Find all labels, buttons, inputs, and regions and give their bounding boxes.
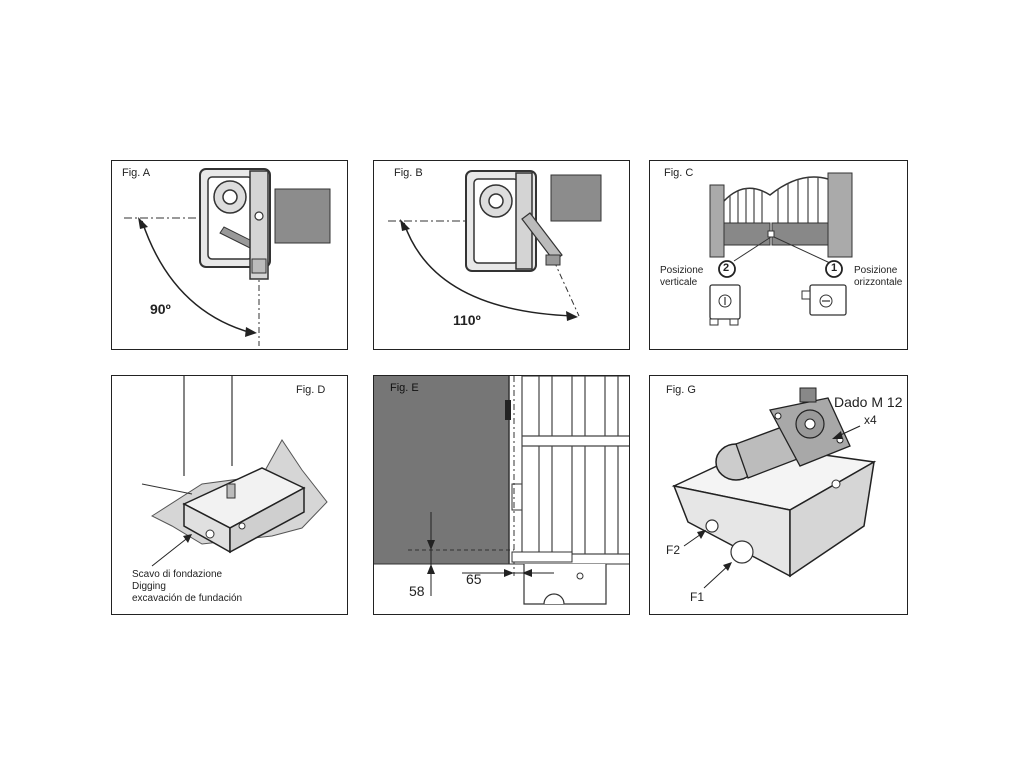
figure-a-panel: Fig. A 90º <box>111 160 348 350</box>
figure-c-marker-1: 1 <box>831 262 838 274</box>
figure-d-caption-line1: Scavo di fondazione <box>132 569 223 580</box>
figure-c-horizontal-label-line2: orizzontale <box>854 277 903 288</box>
figure-b-drawing <box>388 170 602 321</box>
figure-a-drawing <box>124 168 331 346</box>
figure-g-f1-label: F1 <box>690 590 705 604</box>
figure-g-panel: Fig. G Dado M 12 x4 F2 F1 <box>649 375 908 615</box>
figure-c-drawing <box>709 172 853 326</box>
figure-e-dimension-vertical: 58 <box>409 583 425 599</box>
figure-g-nut-label-line2: x4 <box>864 413 877 427</box>
figure-e-label: Fig. E <box>390 382 419 394</box>
figure-c-label: Fig. C <box>664 167 694 179</box>
figure-b-panel: Fig. B 110º <box>373 160 630 350</box>
figure-c-vertical-label-line1: Posizione <box>660 265 704 276</box>
figure-c-panel: Fig. C 2 1 Posizio <box>649 160 908 350</box>
figure-e-panel: Fig. E 58 65 <box>373 375 630 615</box>
figure-a-label: Fig. A <box>122 167 151 179</box>
figure-c-marker-2: 2 <box>723 262 730 274</box>
figure-d-panel: Fig. D Scavo di fondazione Digging excav… <box>111 375 348 615</box>
figure-d-caption-line2: Digging <box>132 581 166 592</box>
figure-c-vertical-label-line2: verticale <box>660 277 698 288</box>
figure-d-label: Fig. D <box>296 384 326 396</box>
figure-g-label: Fig. G <box>666 384 696 396</box>
figure-d-drawing <box>141 376 328 567</box>
figure-g-drawing <box>671 387 877 589</box>
figure-e-drawing <box>374 376 629 605</box>
figure-b-angle-label: 110º <box>453 312 481 328</box>
figure-c-horizontal-label-line1: Posizione <box>854 265 898 276</box>
figure-a-angle-label: 90º <box>150 301 171 317</box>
figure-g-nut-label-line1: Dado M 12 <box>834 394 903 410</box>
figure-b-label: Fig. B <box>394 167 423 179</box>
figure-d-caption-line3: excavación de fundación <box>132 593 243 604</box>
figure-g-f2-label: F2 <box>666 543 681 557</box>
figure-e-dimension-horizontal: 65 <box>466 571 482 587</box>
